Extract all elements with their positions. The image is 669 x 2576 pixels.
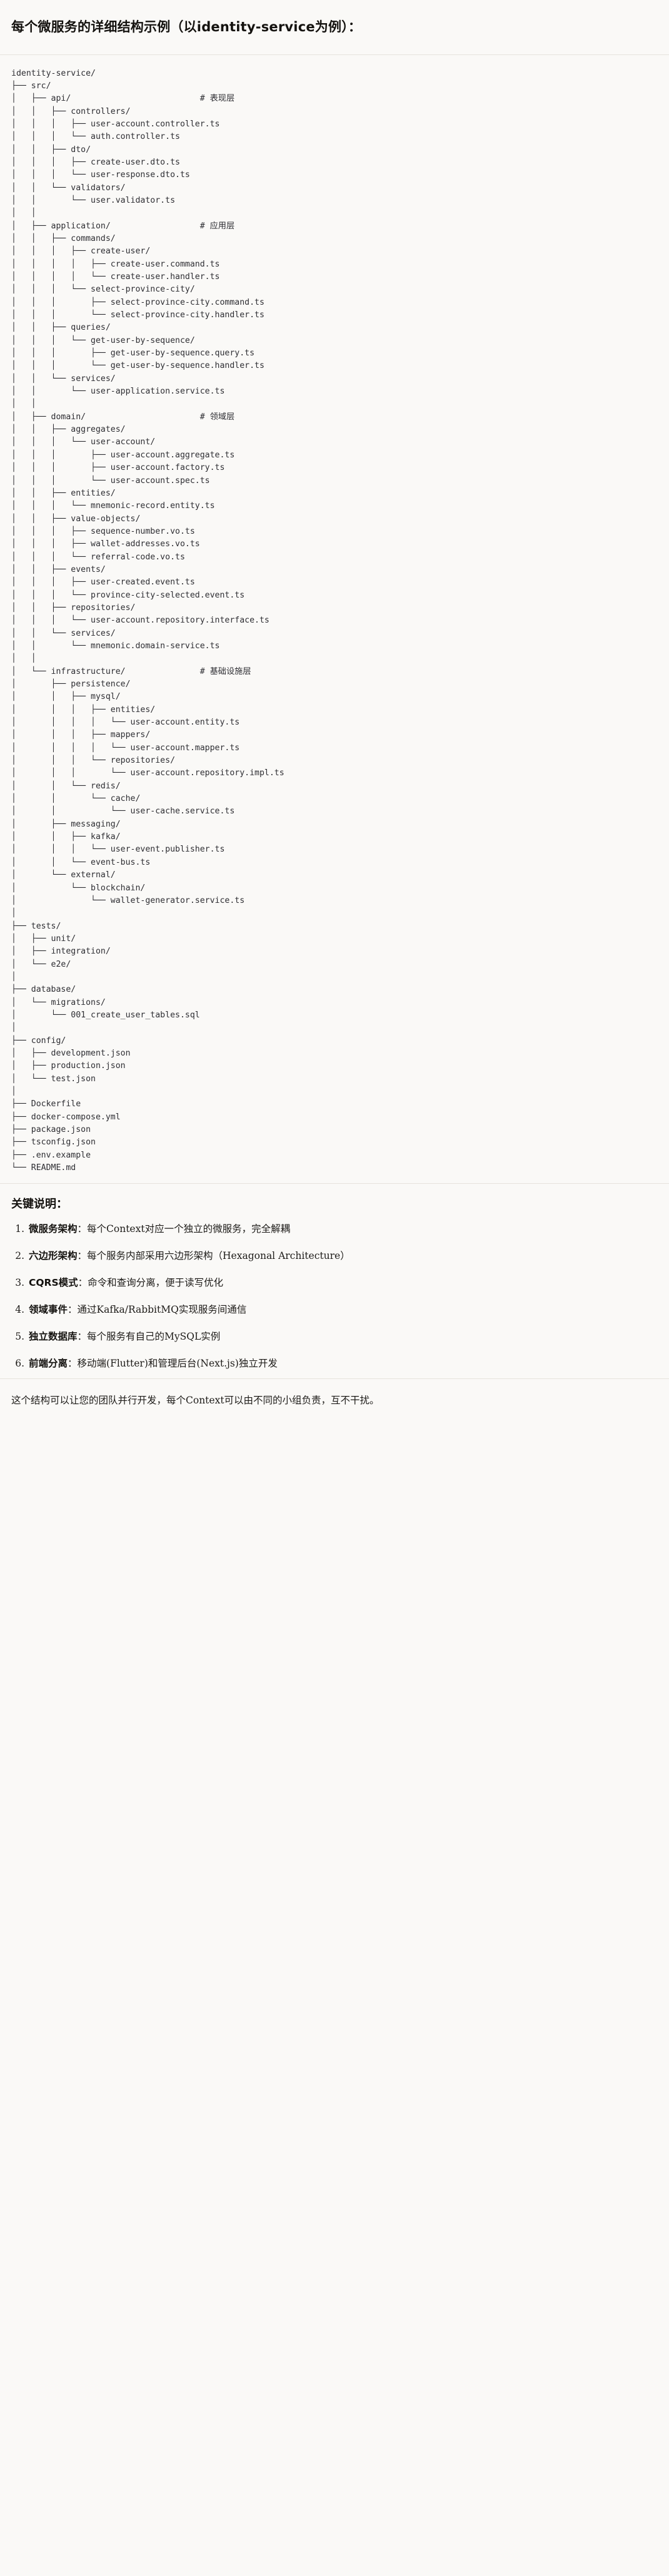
tree-divider	[0, 1183, 669, 1184]
key-notes-title: 关键说明：	[11, 1198, 68, 1211]
note-term: 前端分离	[29, 1357, 68, 1369]
list-item: 微服务架构：每个Context对应一个独立的微服务，完全解耦	[28, 1221, 658, 1236]
note-body: 每个Context对应一个独立的微服务，完全解耦	[87, 1223, 291, 1235]
list-item: CQRS模式：命令和查询分离，便于读写优化	[28, 1275, 658, 1290]
list-item: 独立数据库：每个服务有自己的MySQL实例	[28, 1329, 658, 1344]
directory-tree-block: identity-service/ ├── src/ │ ├── api/ # …	[0, 54, 669, 1184]
note-body: 通过Kafka/RabbitMQ实现服务间通信	[77, 1303, 247, 1315]
note-separator: ：	[78, 1276, 88, 1288]
note-separator: ：	[77, 1330, 88, 1342]
list-item: 领域事件：通过Kafka/RabbitMQ实现服务间通信	[28, 1302, 658, 1317]
title-divider	[0, 54, 669, 55]
note-separator: ：	[77, 1223, 88, 1235]
directory-tree: identity-service/ ├── src/ │ ├── api/ # …	[11, 68, 284, 1173]
list-item: 前端分离：移动端(Flutter)和管理后台(Next.js)独立开发	[28, 1356, 658, 1371]
note-term: 独立数据库	[29, 1330, 78, 1342]
note-body: 每个服务有自己的MySQL实例	[87, 1330, 221, 1342]
note-term: CQRS模式	[29, 1276, 78, 1288]
note-separator: ：	[68, 1357, 78, 1369]
page-title: 每个微服务的详细结构示例（以identity-service为例）：	[11, 19, 362, 35]
note-body: 每个服务内部采用六边形架构（Hexagonal Architecture）	[87, 1250, 350, 1261]
key-notes-section: 关键说明： 微服务架构：每个Context对应一个独立的微服务，完全解耦 六边形…	[0, 1184, 669, 1378]
list-item: 六边形架构：每个服务内部采用六边形架构（Hexagonal Architectu…	[28, 1248, 658, 1263]
note-separator: ：	[77, 1250, 88, 1261]
note-term: 领域事件	[29, 1303, 68, 1315]
key-notes-list: 微服务架构：每个Context对应一个独立的微服务，完全解耦 六边形架构：每个服…	[11, 1221, 658, 1371]
note-body: 移动端(Flutter)和管理后台(Next.js)独立开发	[77, 1357, 278, 1369]
closing-paragraph: 这个结构可以让您的团队并行开发，每个Context可以由不同的小组负责，互不干扰…	[11, 1394, 380, 1406]
document-page: 每个微服务的详细结构示例（以identity-service为例）： ident…	[0, 9, 669, 1422]
note-separator: ：	[68, 1303, 78, 1315]
note-term: 六边形架构	[29, 1250, 78, 1261]
note-body: 命令和查询分离，便于读写优化	[88, 1276, 224, 1288]
note-term: 微服务架构	[29, 1223, 78, 1235]
notes-divider	[0, 1378, 669, 1379]
